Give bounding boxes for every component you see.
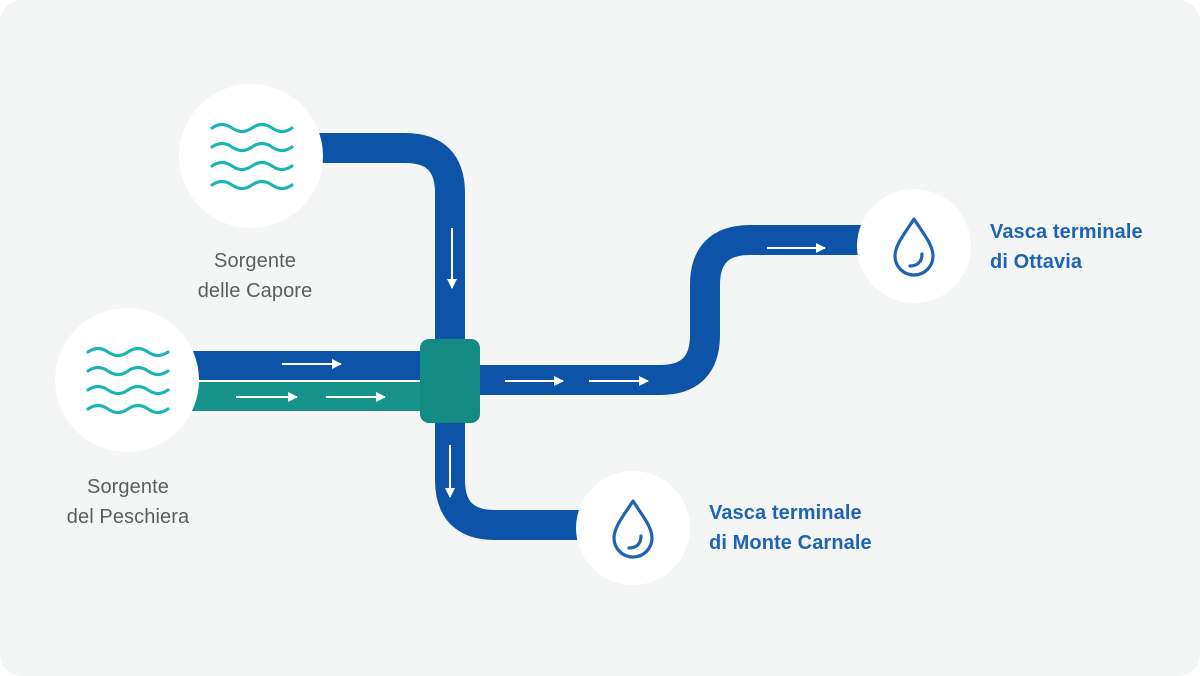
label-ottavia-line2: di Ottavia — [990, 251, 1083, 273]
label-ottavia-line1: Vasca terminale — [990, 221, 1143, 243]
node-peschiera — [55, 308, 199, 452]
water-drop-icon — [893, 217, 935, 277]
node-capore — [179, 84, 323, 228]
label-ottavia: Vasca terminale di Ottavia — [990, 217, 1143, 277]
label-peschiera-line1: Sorgente — [87, 476, 169, 498]
pipe-capore — [300, 133, 465, 370]
label-capore-line1: Sorgente — [214, 250, 296, 272]
pipe-to-ottavia — [450, 225, 880, 395]
junction-box — [420, 339, 480, 423]
node-ottavia — [857, 189, 971, 303]
waves-icon — [86, 346, 170, 415]
label-capore: Sorgente delle Capore — [155, 246, 355, 306]
label-peschiera: Sorgente del Peschiera — [28, 472, 228, 532]
water-drop-icon — [612, 499, 654, 559]
label-peschiera-line2: del Peschiera — [66, 506, 190, 528]
waves-icon — [210, 122, 294, 191]
label-monte-carnale-line1: Vasca terminale — [709, 502, 862, 524]
label-monte-carnale: Vasca terminale di Monte Carnale — [709, 498, 872, 558]
label-capore-line2: delle Capore — [197, 280, 313, 302]
label-monte-carnale-line2: di Monte Carnale — [709, 532, 872, 554]
node-monte-carnale — [576, 471, 690, 585]
